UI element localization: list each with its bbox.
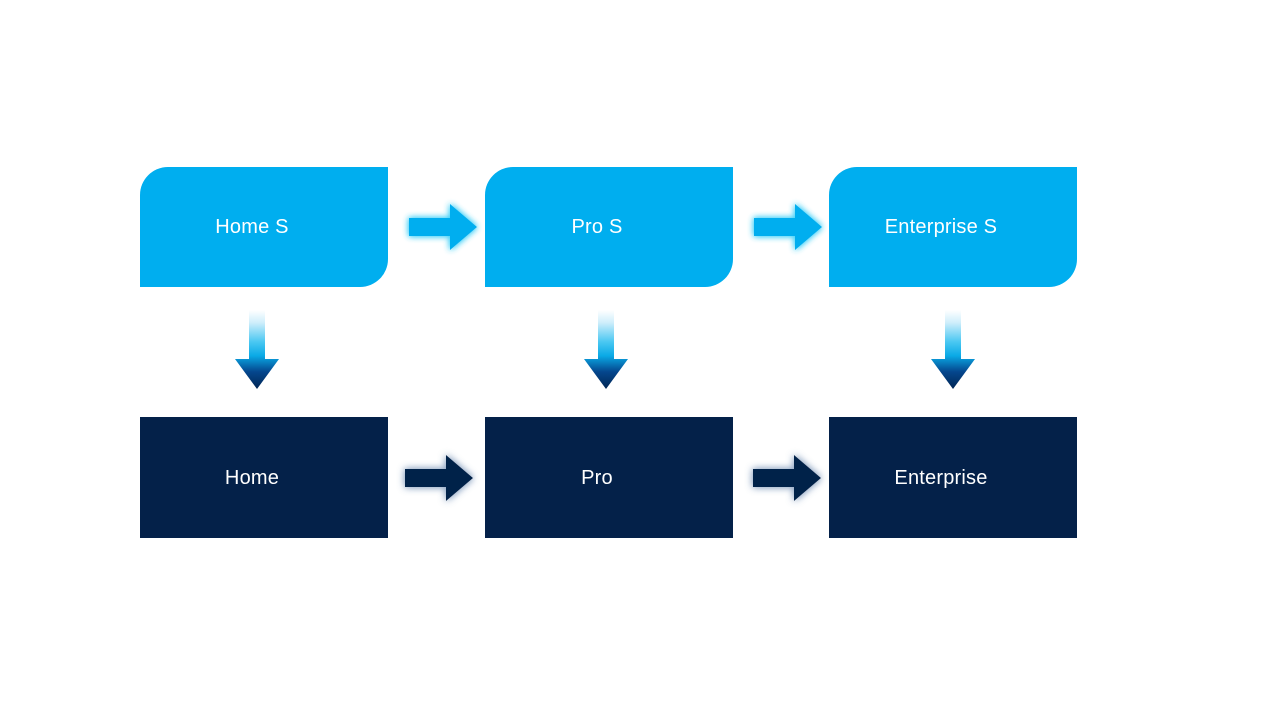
arrow-right-icon-pro-s-to-enterprise-s	[753, 199, 823, 255]
arrow-right-icon-home-to-pro	[404, 450, 474, 506]
node-enterprise-s[interactable]: Enterprise S	[829, 167, 1077, 287]
node-pro[interactable]: Pro	[485, 417, 733, 538]
arrow-down-icon-enterprise-s-to-enterprise	[930, 310, 976, 390]
arrow-right-icon-home-s-to-pro-s	[408, 199, 478, 255]
node-home[interactable]: Home	[140, 417, 388, 538]
node-pro-s-label: Pro S	[571, 216, 623, 238]
node-pro-label: Pro	[581, 466, 613, 489]
node-enterprise-label: Enterprise	[894, 466, 988, 489]
node-enterprise-s-label: Enterprise S	[884, 216, 998, 238]
node-home-label: Home	[224, 466, 280, 489]
arrow-down-icon-home-s-to-home	[234, 310, 280, 390]
node-home-s[interactable]: Home S	[140, 167, 388, 287]
arrow-down-icon-pro-s-to-pro	[583, 310, 629, 390]
arrow-right-icon-pro-to-enterprise	[752, 450, 822, 506]
node-pro-s[interactable]: Pro S	[485, 167, 733, 287]
node-home-s-label: Home S	[215, 216, 289, 238]
node-enterprise[interactable]: Enterprise	[829, 417, 1077, 538]
